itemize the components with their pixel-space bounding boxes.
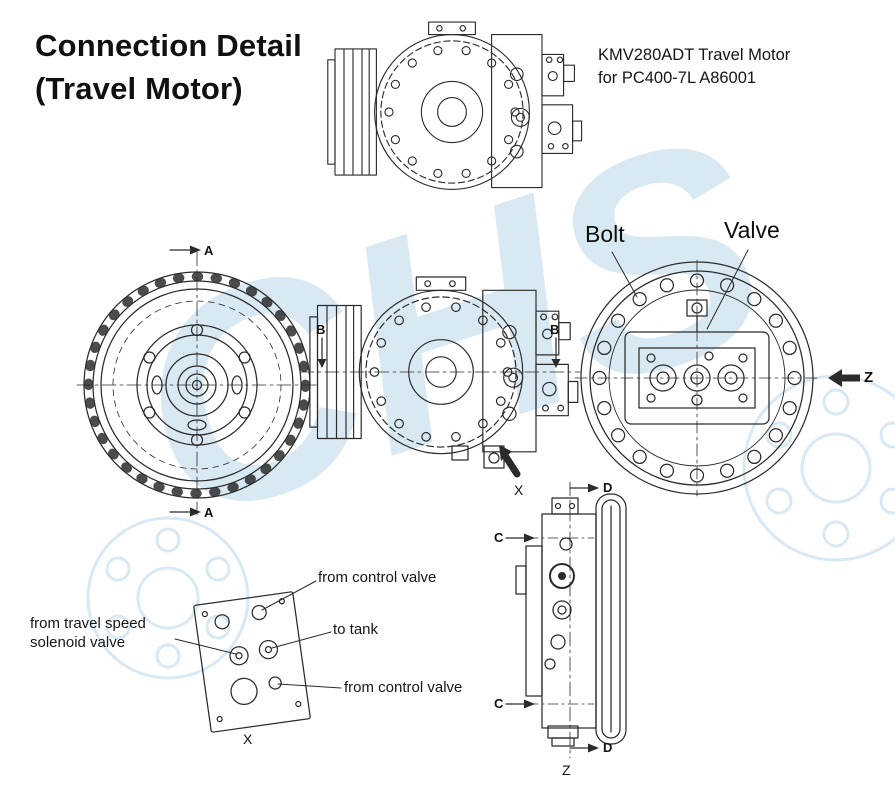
port-label-from-control-valve-top: from control valve: [318, 569, 437, 586]
model-caption: KMV280ADT Travel Motor for PC400-7L A860…: [598, 44, 790, 90]
page-title: Connection Detail (Travel Motor): [35, 24, 302, 110]
model-caption-line1: KMV280ADT Travel Motor: [598, 46, 791, 64]
section-label-b-right: B: [550, 322, 560, 337]
motor-vertical-side-view: [507, 481, 627, 759]
view-arrow-z-icon: [828, 369, 860, 387]
section-label-a-top: A: [204, 243, 214, 258]
view-label-z-side: Z: [562, 762, 571, 778]
section-arrow-c-bottom-icon: [524, 699, 535, 709]
section-arrow-d-top-icon: [588, 483, 599, 493]
section-arrow-a-bottom-icon: [190, 507, 201, 517]
port-label-from-travel-speed: from travel speed solenoid valve: [30, 614, 146, 652]
section-label-d-top: D: [603, 480, 613, 495]
dark-port-detail: [558, 572, 566, 580]
page-title-line2: (Travel Motor): [35, 71, 243, 106]
section-label-b-left: B: [316, 322, 326, 337]
section-label-d-bottom: D: [603, 740, 613, 755]
section-label-c-top: C: [494, 530, 504, 545]
section-marker-lines: [169, 249, 591, 749]
page-title-line1: Connection Detail: [35, 28, 302, 63]
watermark-flange-circles: [86, 374, 895, 680]
view-label-z-end: Z: [864, 369, 874, 386]
section-arrow-a-top-icon: [190, 245, 201, 255]
section-arrow-b-right-icon: [551, 359, 561, 368]
leader-lines: [174, 249, 749, 689]
port-plate-view: [193, 591, 311, 733]
arrowheads: [190, 245, 860, 753]
view-label-x-plate: X: [243, 731, 253, 747]
section-label-c-bottom: C: [494, 696, 504, 711]
section-arrow-b-left-icon: [317, 359, 327, 368]
view-label-x-section: X: [514, 482, 524, 498]
port-label-to-tank: to tank: [333, 621, 379, 638]
motor-end-view: [574, 259, 820, 497]
port-label-from-control-valve-bottom: from control valve: [344, 679, 463, 696]
port-label-from-travel-speed-line1: from travel speed: [30, 615, 146, 632]
line-art: [76, 21, 820, 759]
view-arrow-x-icon: [499, 445, 512, 461]
wheel-view: [76, 251, 318, 516]
model-caption-line2: for PC400-7L A86001: [598, 69, 757, 87]
port-label-from-travel-speed-line2: solenoid valve: [30, 634, 126, 651]
valve-callout: Valve: [724, 217, 780, 243]
section-arrow-d-bottom-icon: [588, 743, 599, 753]
bolt-callout: Bolt: [585, 221, 625, 247]
section-label-a-bottom: A: [204, 505, 214, 520]
section-arrow-c-top-icon: [524, 533, 535, 543]
